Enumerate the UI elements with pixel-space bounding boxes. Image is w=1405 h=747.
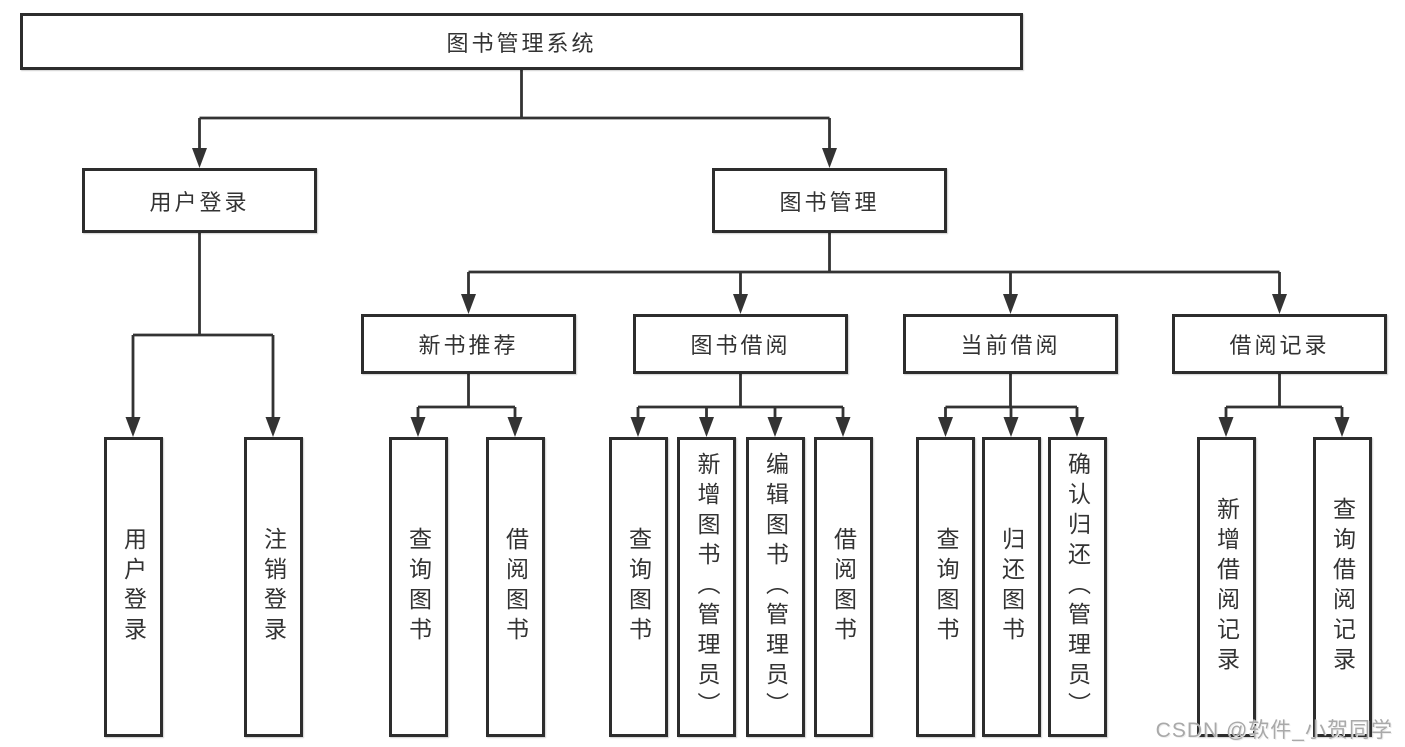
branch-new-book-recommendation: 新书推荐 [361,314,576,374]
leaf-add-book-admin: 新增图书（管理员） [677,437,736,737]
branch-borrowing-records: 借阅记录 [1172,314,1387,374]
connector [125,233,281,437]
leaf-edit-book-admin: 编辑图书（管理员） [745,437,805,737]
leaf-add-borrow-record: 新增借阅记录 [1196,437,1256,737]
arrowhead-down-icon [822,148,837,168]
arrowhead-down-icon [630,417,646,437]
leaf-borrow-books-recommend: 借阅图书 [485,437,545,737]
connector [410,374,523,437]
leaf-query-borrow-record: 查询借阅记录 [1312,437,1372,737]
arrowhead-down-icon [265,417,281,437]
arrowhead-down-icon [767,417,783,437]
branch-book-borrowing: 图书借阅 [633,314,848,374]
branch-current-borrowing: 当前借阅 [903,314,1118,374]
arrowhead-down-icon [938,417,953,437]
leaf-logout: 注销登录 [243,437,303,737]
connector [1218,374,1350,437]
arrowhead-down-icon [410,417,426,437]
arrowhead-down-icon [461,294,476,314]
branch-user-login: 用户登录 [82,168,317,233]
leaf-confirm-return-admin: 确认归还（管理员） [1047,437,1107,737]
arrowhead-down-icon [1069,417,1085,437]
arrowhead-down-icon [1003,417,1019,437]
leaf-query-books-borrowing: 查询图书 [608,437,668,737]
connector [630,374,851,437]
leaf-borrow-books-borrowing: 借阅图书 [813,437,873,737]
connector [461,233,1287,314]
connector [192,70,837,168]
root-node: 图书管理系统 [20,13,1023,70]
leaf-query-books-recommend: 查询图书 [388,437,448,737]
branch-book-management: 图书管理 [712,168,947,233]
connector [938,374,1085,437]
arrowhead-down-icon [507,417,523,437]
watermark: CSDN @软件_小贺同学 [1155,719,1393,742]
arrowhead-down-icon [1334,417,1350,437]
leaf-user-login: 用户登录 [103,437,163,737]
arrowhead-down-icon [1218,417,1234,437]
arrowhead-down-icon [733,294,748,314]
arrowhead-down-icon [699,417,714,437]
arrowhead-down-icon [192,148,207,168]
leaf-return-book: 归还图书 [981,437,1041,737]
arrowhead-down-icon [835,417,851,437]
leaf-query-books-current: 查询图书 [916,437,975,737]
arrowhead-down-icon [125,417,141,437]
arrowhead-down-icon [1272,294,1287,314]
arrowhead-down-icon [1003,294,1018,314]
